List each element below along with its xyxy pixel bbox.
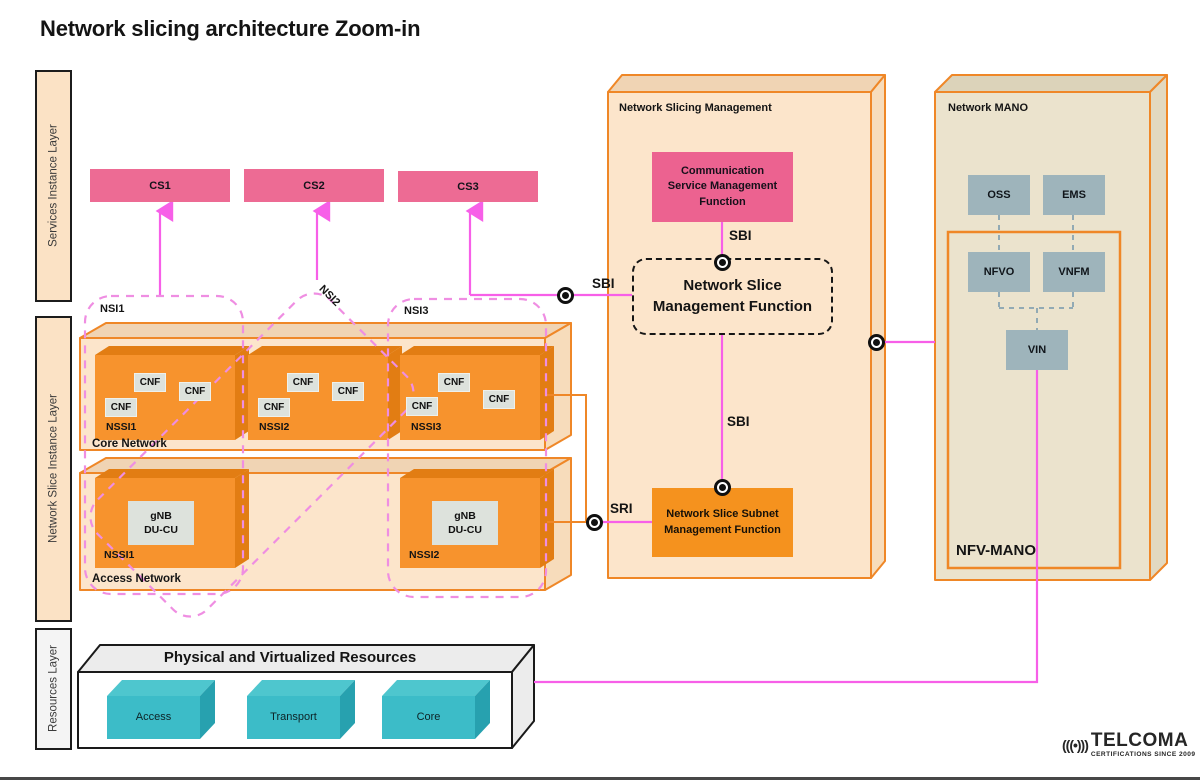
nssi-core-2-label: NSSI2 [259, 421, 290, 433]
resource-core-label: Core [416, 711, 441, 723]
slicing-management-title: Network Slicing Management [619, 102, 772, 114]
cs2-box: CS2 [244, 169, 384, 202]
resources-layer-label: Resources Layer [47, 645, 60, 732]
gnb-du-cu-box: gNB DU-CU [432, 501, 498, 545]
nsi3-label: NSI3 [404, 305, 429, 317]
cnf-chip: CNF [438, 373, 470, 392]
nsi3-outline [386, 297, 548, 599]
telcoma-logo: (((•))) TELCOMA CERTIFICATIONS SINCE 200… [1062, 731, 1195, 758]
mano-title: Network MANO [948, 102, 1029, 114]
slice-layer-label: Network Slice Instance Layer [47, 394, 60, 543]
oss-box: OSS [968, 175, 1030, 215]
cnf-chip: CNF [406, 397, 438, 416]
cnf-chip: CNF [287, 373, 319, 392]
nssi-core-3-label: NSSI3 [411, 421, 442, 433]
cs3-box: CS3 [398, 171, 538, 202]
ems-box: EMS [1043, 175, 1105, 215]
resource-boxes [107, 680, 490, 739]
sbi-port-top [713, 253, 731, 271]
nfv-mano-label: NFV-MANO [956, 542, 1036, 559]
magenta-links [155, 200, 1039, 684]
gnb-line1: gNB [454, 509, 476, 522]
slice-layer-band [35, 316, 72, 622]
nssmf-box: Network Slice Subnet Management Function [652, 488, 793, 557]
nssi-boxes-core [95, 346, 554, 440]
nssmf-line1: Network Slice Subnet [666, 508, 779, 521]
cnf-chip: CNF [258, 398, 290, 417]
sri-port [585, 513, 603, 531]
physical-resources-title: Physical and Virtualized Resources [163, 648, 417, 666]
gnb-du-cu-box: gNB DU-CU [128, 501, 194, 545]
services-layer-band [35, 70, 72, 302]
nsi1-outline [83, 294, 245, 596]
cnf-chip: CNF [134, 373, 166, 392]
sbi-label-mid: SBI [727, 414, 750, 429]
nsmf-box: Network Slice Management Function [632, 258, 833, 335]
cnf-chip: CNF [332, 382, 364, 401]
mano-dashed-links [998, 215, 1074, 330]
bottom-border [0, 777, 1200, 780]
cs1-box: CS1 [90, 169, 230, 202]
nsmf-line2: Management Function [652, 297, 813, 315]
nsi1-label: NSI1 [100, 303, 125, 315]
nfv-mano-outline [946, 230, 1122, 570]
brand-name: TELCOMA [1090, 730, 1189, 751]
vnfm-box: VNFM [1043, 252, 1105, 292]
resource-transport-label: Transport [270, 711, 317, 723]
sbi-port-mid [713, 478, 731, 496]
nssmf-line2: Management Function [664, 523, 781, 536]
services-layer-label: Services Instance Layer [47, 124, 60, 247]
cnf-chip: CNF [483, 390, 515, 409]
sbi-port-left [556, 286, 574, 304]
sri-label: SRI [610, 501, 633, 516]
brand-tagline: CERTIFICATIONS SINCE 2009 [1090, 751, 1196, 758]
nssi-core-1-label: NSSI1 [106, 421, 137, 433]
page-title: Network slicing architecture Zoom-in [40, 16, 421, 41]
sbi-label-left: SBI [592, 276, 615, 291]
gnb-line2: DU-CU [448, 524, 482, 536]
gnb-line1: gNB [150, 509, 172, 522]
sbi-label-top: SBI [729, 228, 752, 243]
signal-icon: (((•))) [1062, 736, 1089, 753]
resource-access-label: Access [135, 711, 172, 723]
mano-port [867, 333, 885, 351]
nfvo-box: NFVO [968, 252, 1030, 292]
vin-box: VIN [1006, 330, 1068, 370]
access-network-label: Access Network [92, 573, 181, 585]
cnf-chip: CNF [179, 382, 211, 401]
nssi-access-2-label: NSSI2 [409, 549, 440, 561]
core-network-label: Core Network [92, 438, 167, 450]
cnf-chip: CNF [105, 398, 137, 417]
resources-layer-band [35, 628, 72, 750]
gnb-line2: DU-CU [144, 524, 178, 536]
mano-container [934, 74, 1168, 581]
csmf-box: Communication Service Management Functio… [652, 152, 793, 222]
nsmf-line1: Network Slice [683, 277, 782, 295]
nssi-access-1-label: NSSI1 [104, 549, 135, 561]
